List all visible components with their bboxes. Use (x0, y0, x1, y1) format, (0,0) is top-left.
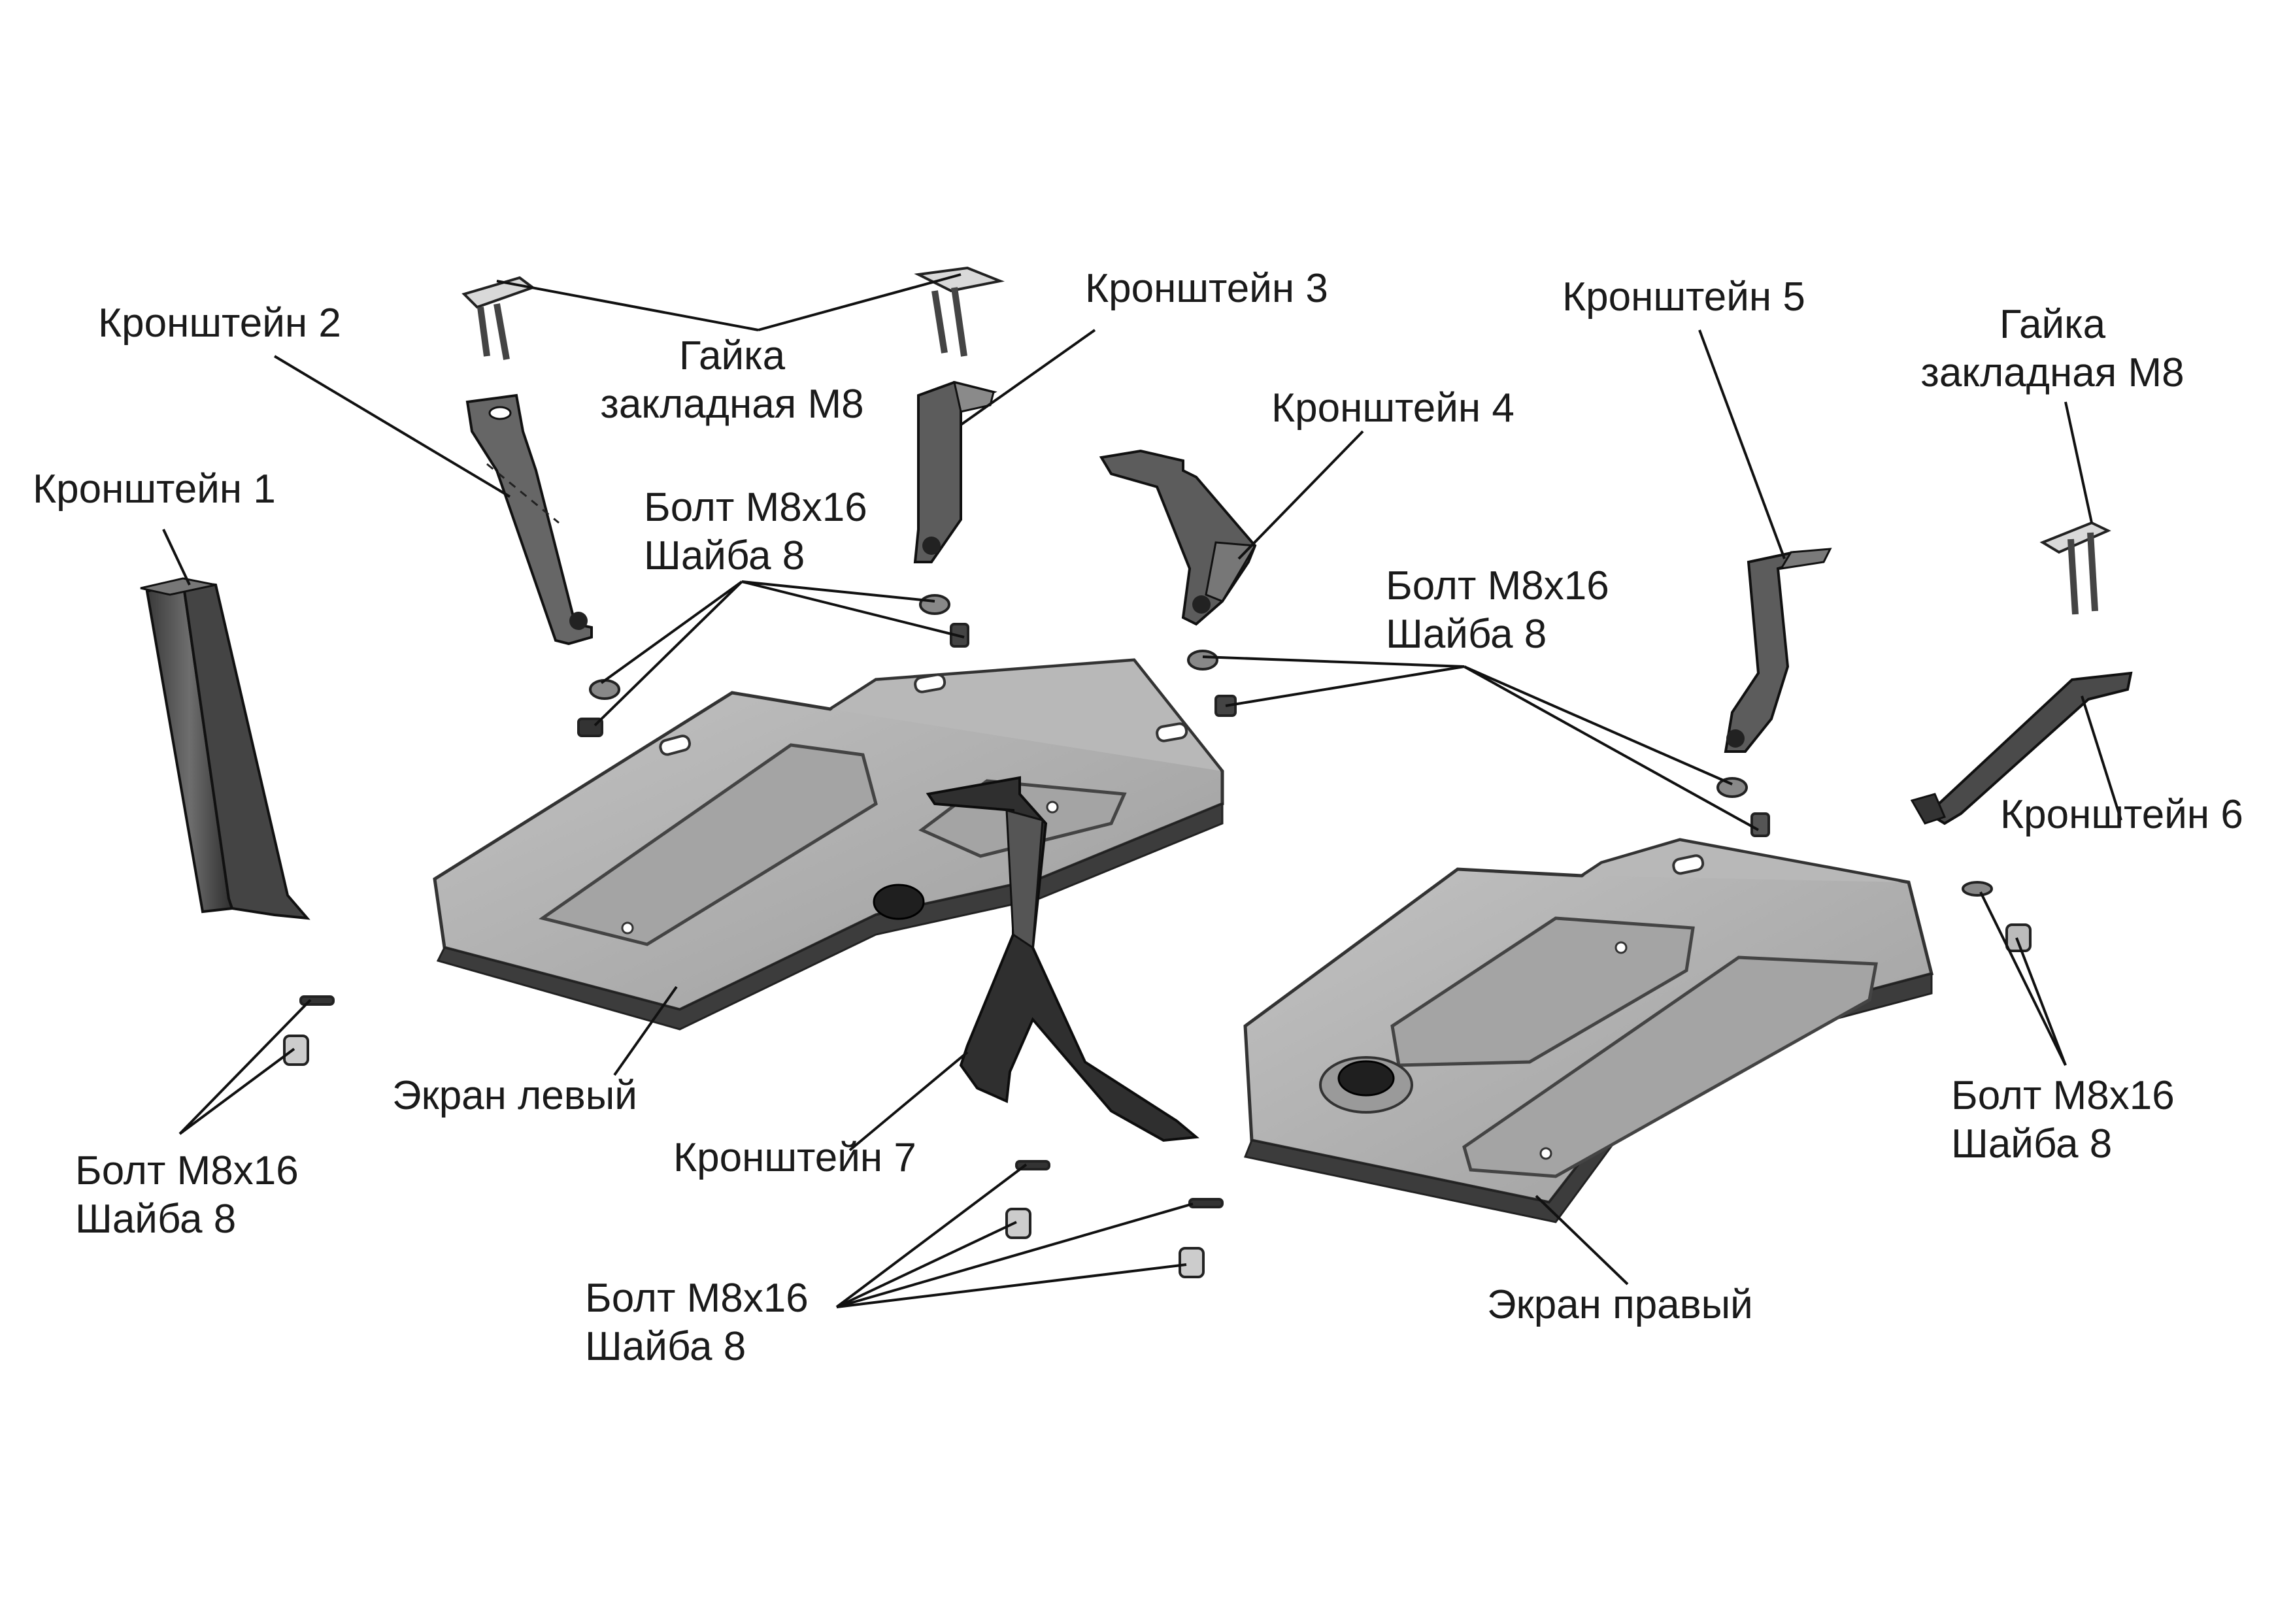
label-bolt-washer-left: Болт М8х16 Шайба 8 (75, 1147, 299, 1244)
label-screen-right: Экран правый (1487, 1282, 1753, 1327)
label-line: Гайка (1999, 302, 2106, 347)
bracket-7-part (926, 776, 1199, 1142)
label-bolt-washer-bottom: Болт М8х16 Шайба 8 (585, 1274, 809, 1371)
label-line: Болт М8х16 (644, 485, 867, 530)
label-bolt-washer-mid: Болт М8х16 Шайба 8 (1386, 562, 1609, 659)
label-line: Болт М8х16 (75, 1148, 299, 1193)
embedded-nut-part (461, 276, 536, 360)
label-bracket-7: Кронштейн 7 (673, 1135, 916, 1180)
bracket-5-part (1724, 548, 1832, 753)
label-screen-left: Экран левый (392, 1073, 637, 1118)
leader-lines (162, 273, 2122, 1308)
screen-left-part (433, 658, 1224, 1031)
bracket-6-part (1910, 671, 2133, 825)
label-bracket-2: Кронштейн 2 (98, 301, 341, 346)
bracket-4-part (1099, 449, 1257, 626)
label-bracket-3: Кронштейн 3 (1085, 266, 1328, 311)
embedded-nut-part (914, 266, 1005, 357)
label-line: Шайба 8 (1386, 612, 1547, 657)
label-bracket-4: Кронштейн 4 (1271, 386, 1515, 431)
label-line: закладная М8 (600, 382, 864, 427)
bracket-3-part (913, 380, 997, 563)
label-bracket-6: Кронштейн 6 (2000, 792, 2243, 837)
label-bracket-1: Кронштейн 1 (33, 467, 276, 512)
label-line: Гайка (678, 333, 786, 378)
embedded-nut-part (2039, 521, 2111, 615)
label-line: Болт М8х16 (1951, 1073, 2175, 1118)
bracket-1-part (140, 577, 310, 920)
label-line: Шайба 8 (1951, 1121, 2113, 1167)
screen-right-part (1243, 838, 1934, 1223)
label-line: Болт М8х16 (585, 1276, 809, 1321)
bracket-2-part (465, 393, 593, 646)
label-bolt-washer-top: Болт М8х16 Шайба 8 (644, 484, 867, 580)
label-line: Шайба 8 (644, 533, 805, 578)
label-embedded-nut-right: Гайка закладная М8 (1899, 301, 2206, 397)
label-line: Шайба 8 (75, 1197, 237, 1242)
label-line: закладная М8 (1920, 350, 2184, 395)
label-bracket-5: Кронштейн 5 (1562, 274, 1805, 320)
label-line: Болт М8х16 (1386, 563, 1609, 608)
label-embedded-nut-top: Гайка закладная М8 (592, 332, 873, 429)
label-bolt-washer-right: Болт М8х16 Шайба 8 (1951, 1072, 2175, 1168)
label-line: Шайба 8 (585, 1324, 746, 1369)
